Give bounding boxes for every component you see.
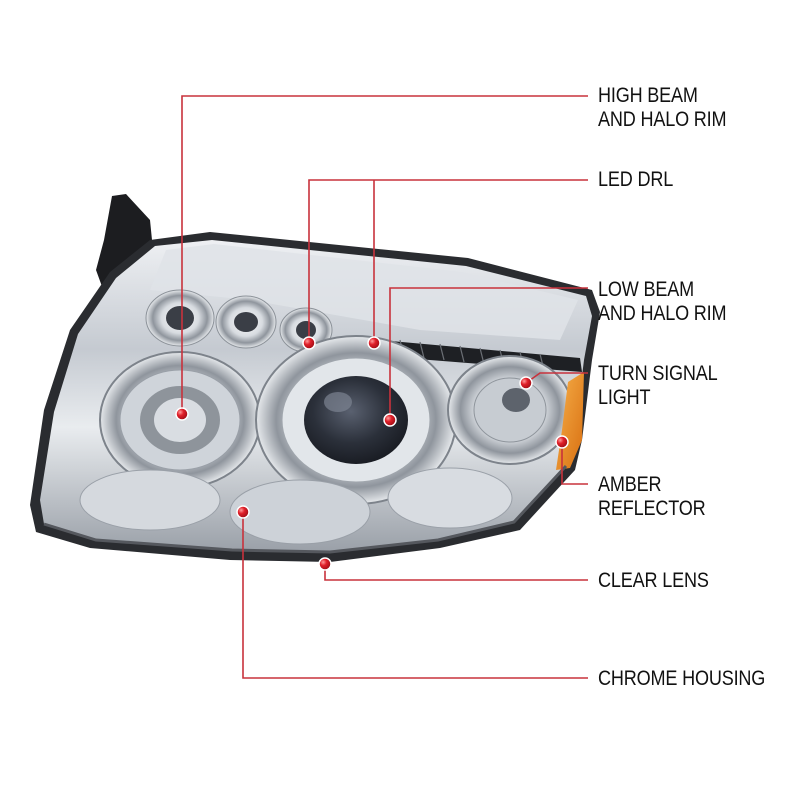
mounting-bracket (96, 194, 152, 292)
leader-high-beam (181, 95, 588, 414)
marker-turn-signal (519, 376, 533, 390)
leader-amber-reflector (561, 442, 588, 485)
callout-markers (175, 336, 569, 571)
label-turn-signal: TURN SIGNAL LIGHT (598, 362, 717, 409)
leader-clear-lens (324, 564, 588, 581)
marker-amber-reflector (555, 435, 569, 449)
leader-led-drl-a (308, 179, 588, 343)
leader-low-beam (389, 287, 588, 420)
marker-chrome-housing (236, 505, 250, 519)
leader-chrome-housing (242, 512, 588, 679)
marker-clear-lens (318, 557, 332, 571)
marker-led-drl-a (302, 336, 316, 350)
label-clear-lens: CLEAR LENS (598, 569, 709, 592)
headlight-illustration (30, 194, 600, 562)
label-low-beam: LOW BEAM AND HALO RIM (598, 278, 727, 325)
marker-high-beam (175, 407, 189, 421)
label-amber-reflector: AMBER REFLECTOR (598, 473, 706, 520)
label-led-drl: LED DRL (598, 168, 674, 191)
label-high-beam: HIGH BEAM AND HALO RIM (598, 84, 727, 131)
marker-low-beam (383, 413, 397, 427)
label-chrome-housing: CHROME HOUSING (598, 667, 766, 690)
marker-led-drl-b (367, 336, 381, 350)
